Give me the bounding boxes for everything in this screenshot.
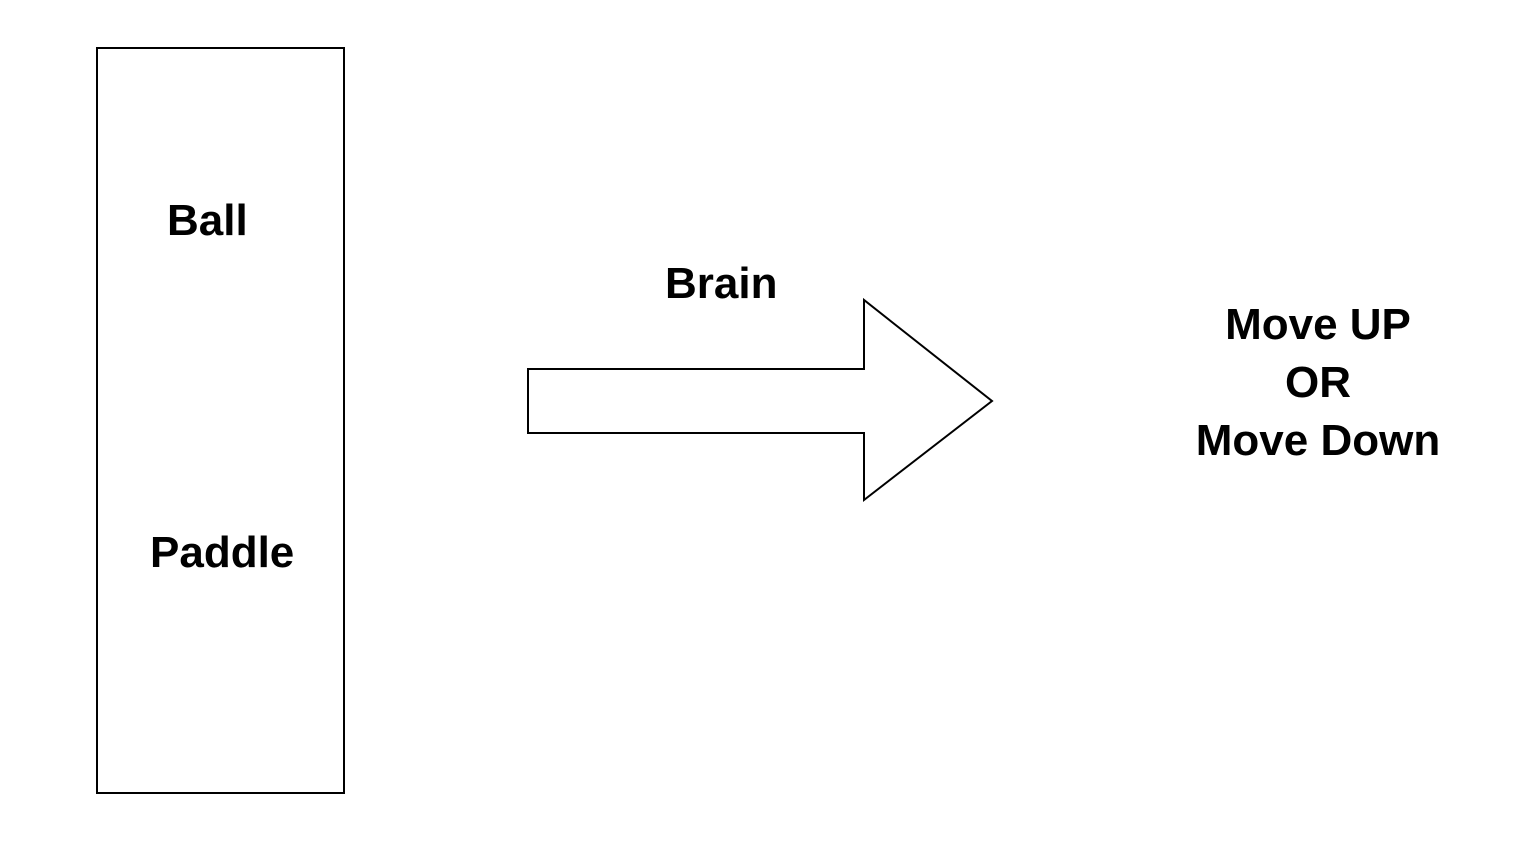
output-move-down: Move Down	[1195, 416, 1441, 465]
brain-label: Brain	[665, 259, 778, 308]
right-arrow-icon	[527, 297, 994, 503]
output-block: Move UP OR Move Down	[1140, 296, 1496, 470]
output-move-up: Move UP	[1225, 300, 1411, 349]
ball-label: Ball	[167, 196, 248, 245]
paddle-label: Paddle	[150, 528, 295, 577]
output-or: OR	[1285, 358, 1351, 407]
input-box	[96, 47, 345, 794]
